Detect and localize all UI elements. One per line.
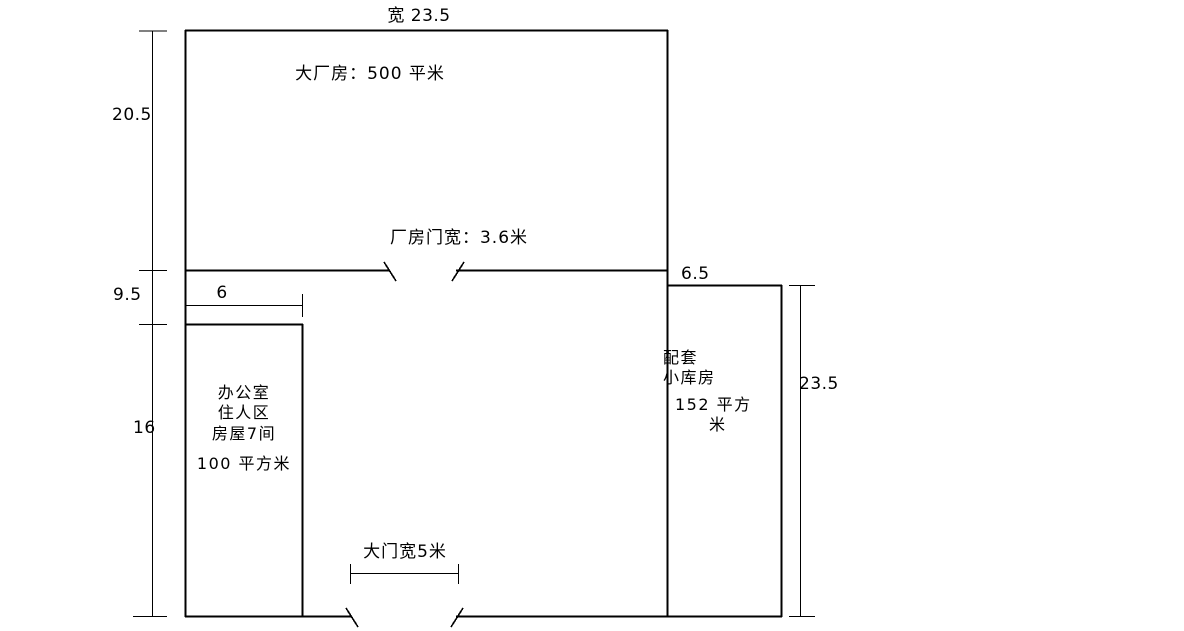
dim-label-right-height: 23.5 — [799, 374, 839, 394]
overall-width-label: 宽 23.5 — [387, 6, 451, 26]
break-mark-gate-left — [345, 607, 359, 628]
dim-label-left-upper: 20.5 — [112, 105, 152, 125]
dim-label-left-lower: 16 — [133, 418, 156, 438]
warehouse-label-line4: 米 — [709, 415, 727, 435]
main-gate-width-label: 大门宽5米 — [363, 542, 447, 562]
office-label-area: 100 平方米 — [196, 454, 292, 474]
dim-label-office-width: 6 — [216, 283, 228, 303]
office-label-line1: 办公室 — [217, 383, 271, 402]
office-label-line3: 房屋7间 — [211, 423, 277, 443]
office-label-line2: 住人区 — [217, 403, 271, 423]
warehouse-label-line2: 小库房 — [663, 368, 716, 388]
dim-label-warehouse-offset: 6.5 — [681, 264, 710, 284]
break-mark-factory-door-left — [383, 261, 397, 282]
warehouse-room-label-block: 配套 小库房 152 平方 米 — [663, 348, 752, 436]
office-room-label-block: 办公室 住人区 房屋7间 100 平方米 — [197, 383, 291, 475]
factory-door-width-label: 厂房门宽：3.6米 — [389, 228, 529, 248]
warehouse-label-line1: 配套 — [663, 348, 699, 367]
warehouse-label-line3: 152 平方 — [675, 394, 752, 414]
dim-label-left-middle: 9.5 — [113, 285, 142, 305]
factory-room-label: 大厂房：500 平米 — [295, 64, 445, 84]
break-mark-gate-right — [450, 607, 464, 628]
break-mark-factory-door-right — [451, 261, 465, 282]
